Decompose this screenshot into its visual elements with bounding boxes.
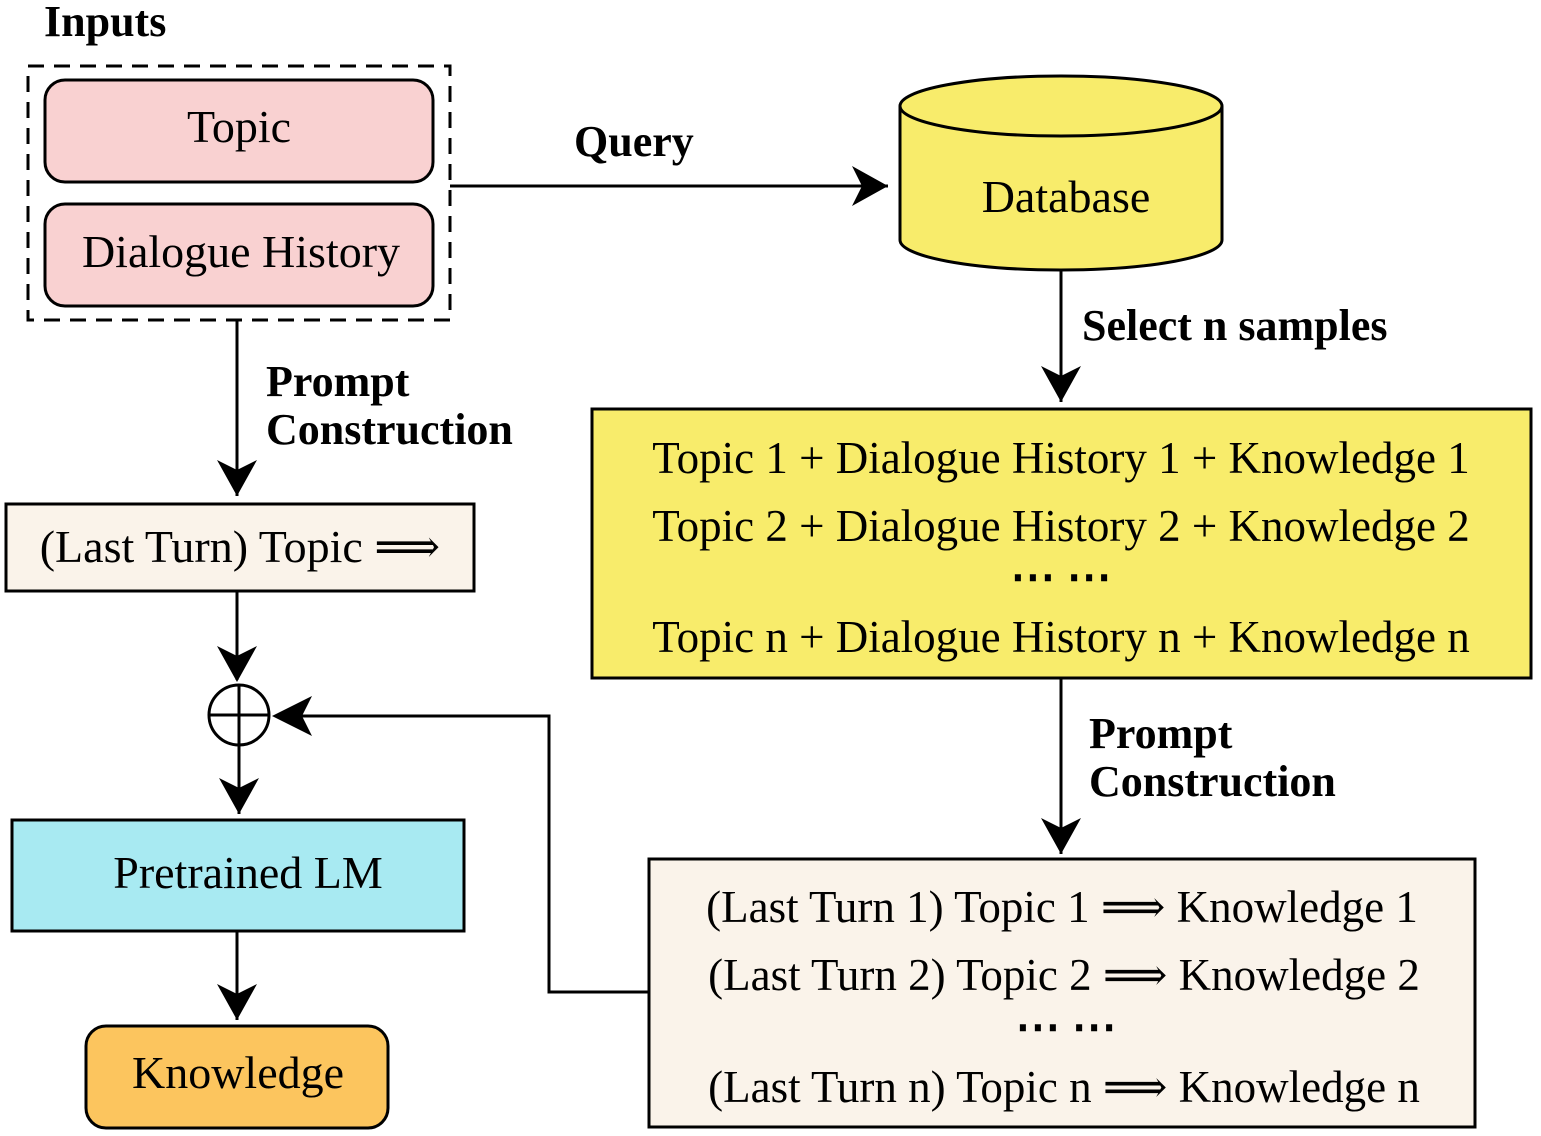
pretrained-lm-label: Pretrained LM [113, 847, 383, 898]
knowledge-output-label: Knowledge [132, 1047, 344, 1098]
right-prompt-arrowhead [1041, 818, 1081, 854]
database-label: Database [982, 171, 1151, 222]
left-prompt-box-shape [4, 502, 476, 593]
query-arrowhead [852, 166, 888, 206]
prompt-to-plus-arrowhead [217, 646, 257, 682]
topic-box: Topic [43, 78, 435, 184]
samples-line-n: Topic n + Dialogue History n + Knowledge… [652, 612, 1469, 662]
right-prompt-label-1: Prompt [1089, 709, 1233, 758]
examples-to-plus-connector [276, 714, 649, 994]
examples-line-2: (Last Turn 2) Topic 2 ⟹ Knowledge 2 [708, 950, 1420, 1000]
examples-box: (Last Turn 1) Topic 1 ⟹ Knowledge 1 (Las… [647, 857, 1477, 1129]
inputs-group [26, 64, 452, 322]
examples-box-shape [647, 857, 1477, 1129]
right-prompt-label-2: Construction [1089, 757, 1336, 806]
select-arrowhead [1041, 366, 1081, 402]
concat-node [207, 683, 271, 747]
pretrained-lm-box-shape [10, 818, 466, 933]
database-cylinder: Database [898, 74, 1224, 272]
left-prompt-label-1: Prompt [266, 357, 410, 406]
samples-line-2: Topic 2 + Dialogue History 2 + Knowledge… [652, 501, 1469, 551]
lm-to-knowledge-arrowhead [217, 984, 257, 1020]
samples-line-1: Topic 1 + Dialogue History 1 + Knowledge… [652, 433, 1469, 483]
database-top [898, 74, 1224, 138]
examples-line-1: (Last Turn 1) Topic 1 ⟹ Knowledge 1 [706, 882, 1418, 932]
knowledge-output-box-shape [84, 1024, 390, 1130]
topic-label: Topic [187, 101, 291, 152]
dialogue-history-label: Dialogue History [82, 226, 400, 277]
examples-to-plus-arrowhead [272, 696, 312, 736]
pretrained-lm-box: Pretrained LM [10, 818, 466, 933]
left-prompt-label-2: Construction [266, 405, 513, 454]
samples-box-shape [590, 407, 1533, 680]
examples-ellipsis: ⋯ ⋯ [1015, 1002, 1116, 1052]
examples-line-n: (Last Turn n) Topic n ⟹ Knowledge n [708, 1062, 1420, 1112]
plus-to-lm-arrowhead [219, 778, 259, 814]
samples-box: Topic 1 + Dialogue History 1 + Knowledge… [590, 407, 1533, 680]
dialogue-history-box: Dialogue History [43, 202, 435, 308]
select-label: Select n samples [1082, 301, 1388, 350]
left-prompt-label: (Last Turn) Topic ⟹ [40, 521, 441, 572]
samples-ellipsis: ⋯ ⋯ [1010, 552, 1111, 602]
knowledge-output-box: Knowledge [84, 1024, 390, 1130]
dialogue-history-box-shape [43, 202, 435, 308]
inputs-title: Inputs [44, 0, 166, 46]
left-prompt-arrowhead [217, 460, 257, 496]
topic-box-shape [43, 78, 435, 184]
query-label: Query [574, 117, 694, 166]
left-prompt-box: (Last Turn) Topic ⟹ [4, 502, 476, 593]
